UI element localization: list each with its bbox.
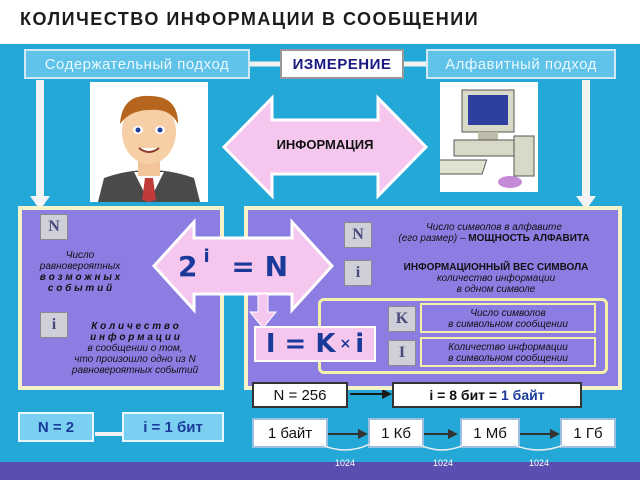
I-desc-line1: Количество информации [448, 342, 568, 353]
content-approach-label: Содержательный подход [24, 49, 250, 79]
example-i-result: 1 байт [501, 387, 545, 403]
factor-1: 1024 [334, 458, 356, 468]
weight-line2: количество информации [436, 273, 556, 284]
man-avatar-icon [90, 82, 208, 202]
information-volume-formula: I = K × i [254, 326, 376, 362]
desc-n-line2: равновероятных [39, 261, 121, 272]
unit-kb-box: 1 Кб [368, 418, 424, 448]
symbol-n-left: N [40, 214, 68, 240]
information-double-arrow [221, 94, 429, 200]
example-i-box: i = 8 бит = 1 байт [392, 382, 582, 408]
factor-3: 1024 [528, 458, 550, 468]
formula-double-arrow [151, 218, 335, 314]
page-title: КОЛИЧЕСТВО ИНФОРМАЦИИ В СООБЩЕНИИ [20, 9, 480, 29]
formula-lhs: I = K [265, 329, 336, 359]
bottom-bar [0, 462, 640, 480]
desc-i-line2: и н ф о р м а ц и и [90, 332, 180, 343]
information-quantity-text: К о л и ч е с т в о и н ф о р м а ц и и … [50, 321, 220, 376]
alphabet-approach-label: Алфавитный подход [426, 49, 616, 79]
computer-icon [440, 82, 538, 192]
alphabet-line1: Число символов в алфавите [426, 222, 562, 233]
example-n-box: N = 256 [252, 382, 348, 408]
measurement-label: ИЗМЕРЕНИЕ [280, 49, 404, 79]
unit-gb-box: 1 Гб [560, 418, 616, 448]
possible-events-text: Число равновероятных в о з м о ж н ы х с… [28, 250, 132, 294]
desc-n-line3: в о з м о ж н ы х [39, 272, 121, 283]
k-desc-frame [420, 303, 596, 333]
n-equals-2-box: N = 2 [18, 412, 94, 442]
symbol-i-left: i [40, 312, 68, 338]
alphabet-line2a: (его размер) – [398, 233, 469, 244]
desc-n-line1: Число [65, 250, 95, 261]
I-desc-text: Количество информации в символьном сообщ… [422, 342, 594, 364]
desc-i-line5: равновероятных событий [71, 365, 199, 376]
formula-rhs: i [355, 329, 365, 359]
formula-base: 2 [178, 250, 198, 283]
weight-line3: в одном символе [456, 284, 536, 295]
desc-i-line4: что произошло одно из N [74, 354, 196, 365]
title-bar [0, 0, 640, 44]
symbol-weight-text: ИНФОРМАЦИОННЫЙ ВЕС СИМВОЛА количество ин… [380, 262, 612, 295]
symbol-I: I [388, 340, 416, 366]
factor-2: 1024 [432, 458, 454, 468]
symbol-k: K [388, 306, 416, 332]
formula-times: × [339, 336, 352, 352]
desc-i-line3: в сообщении о том, [87, 343, 183, 354]
unit-byte-box: 1 байт [252, 418, 328, 448]
alphabet-power-label: МОЩНОСТЬ АЛФАВИТА [468, 233, 590, 244]
k-desc-text: Число символов в символьном сообщении [422, 308, 594, 330]
desc-i-line1: К о л и ч е с т в о [91, 321, 179, 332]
i-equals-1bit-box: i = 1 бит [122, 412, 224, 442]
formula-exponent: i [203, 246, 210, 267]
k-desc-line2: в символьном сообщении [448, 319, 568, 330]
unit-mb-box: 1 Мб [460, 418, 520, 448]
weight-line1: ИНФОРМАЦИОННЫЙ ВЕС СИМВОЛА [403, 262, 589, 273]
down-arrow-icon [248, 294, 278, 328]
information-label: ИНФОРМАЦИЯ [276, 137, 374, 152]
desc-n-line4: с о б ы т и й [47, 283, 113, 294]
k-desc-line1: Число символов [470, 308, 546, 319]
formula-rest: = N [231, 250, 289, 283]
factor-curves [319, 444, 567, 451]
I-desc-frame [420, 337, 596, 367]
I-desc-line2: в символьном сообщении [448, 353, 568, 364]
symbol-i-right: i [344, 260, 372, 286]
symbol-n-right: N [344, 222, 372, 248]
example-i-part: i = 8 бит = [429, 387, 498, 403]
alphabet-size-text: Число символов в алфавите (его размер) –… [378, 222, 610, 244]
